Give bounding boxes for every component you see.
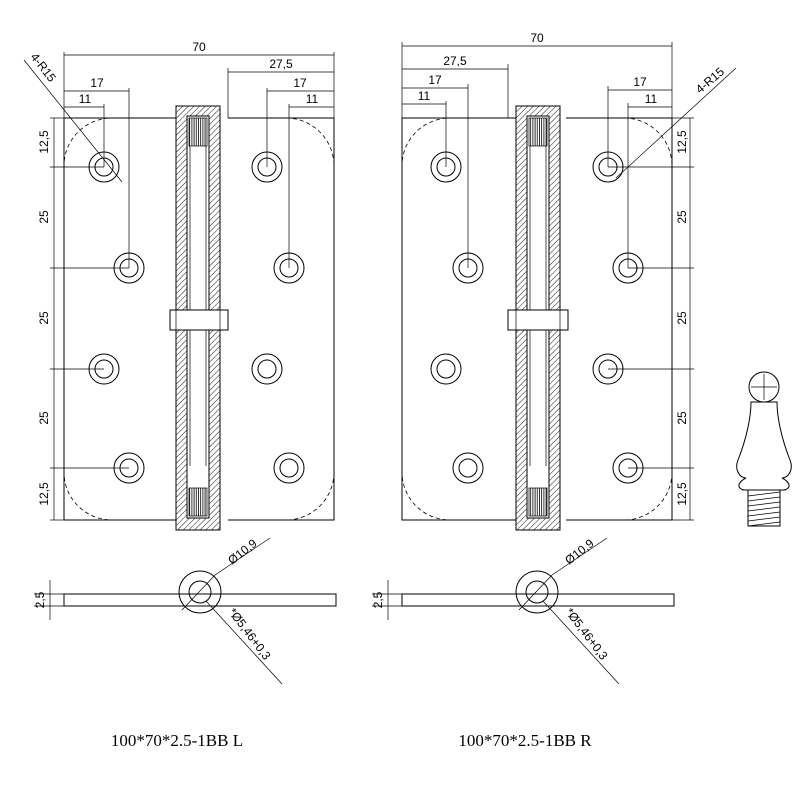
knuckle-diameter-label: Ø10,9 bbox=[562, 536, 597, 567]
dim-pitch-2: 25 bbox=[37, 311, 51, 325]
dim-half-width: 27,5 bbox=[269, 57, 293, 71]
pin-diameter-label: *Ø5,46+0,3 bbox=[226, 605, 274, 662]
right-hinge-caption: 100*70*2.5-1BB R bbox=[458, 731, 592, 750]
dim-bottom: 12,5 bbox=[37, 482, 51, 506]
dim-hole-11-left: 11 bbox=[79, 92, 92, 106]
left-hinge-knuckle bbox=[169, 105, 229, 531]
finial-pin bbox=[736, 371, 792, 527]
dim-bottom: 12,5 bbox=[675, 482, 689, 506]
dim-pitch-3: 25 bbox=[37, 411, 51, 425]
dim-total-width: 70 bbox=[530, 31, 544, 45]
dim-hole-11-left: 11 bbox=[418, 89, 431, 103]
dim-half-width: 27,5 bbox=[443, 54, 467, 68]
left-hinge-side-view: 2,5 Ø10,9 *Ø5,46+0,3 bbox=[33, 536, 337, 685]
dim-hole-11-right: 11 bbox=[645, 92, 658, 106]
thickness-label: 2,5 bbox=[371, 591, 385, 608]
knuckle-diameter-label: Ø10,9 bbox=[225, 536, 260, 567]
finial-thread bbox=[747, 491, 781, 527]
left-hinge-leaves bbox=[63, 117, 335, 521]
dim-total-width: 70 bbox=[192, 40, 206, 54]
left-hinge-radius-leader: 4-R15 bbox=[23, 50, 123, 183]
dim-hole-17-left: 17 bbox=[90, 76, 104, 90]
right-hinge: 70 27,5 17 11 17 11 4-R15 12,5 25 25 25 … bbox=[371, 31, 737, 750]
dim-top: 12,5 bbox=[675, 130, 689, 154]
right-hinge-side-view: 2,5 Ø10,9 *Ø5,46+0,3 bbox=[371, 536, 675, 685]
dim-pitch-1: 25 bbox=[37, 210, 51, 224]
radius-label: 4-R15 bbox=[28, 50, 59, 85]
pin-diameter-label: *Ø5,46+0,3 bbox=[563, 605, 611, 662]
dim-pitch-2: 25 bbox=[675, 311, 689, 325]
dim-hole-17-right: 17 bbox=[633, 75, 647, 89]
dim-hole-11-right: 11 bbox=[306, 92, 319, 106]
dim-top: 12,5 bbox=[37, 130, 51, 154]
dim-hole-17-left: 17 bbox=[428, 73, 442, 87]
left-hinge: 70 27,5 17 11 17 11 4-R15 12,5 25 25 25 … bbox=[23, 40, 337, 750]
dim-hole-17-right: 17 bbox=[293, 76, 307, 90]
left-hinge-vertical-dimensions: 12,5 25 25 25 12,5 bbox=[37, 117, 129, 521]
right-hinge-knuckle bbox=[507, 105, 569, 531]
left-hinge-horizontal-dimensions: 70 27,5 17 11 17 11 bbox=[63, 40, 335, 268]
right-hinge-leaves bbox=[401, 117, 673, 521]
right-hinge-vertical-dimensions: 12,5 25 25 25 12,5 bbox=[608, 117, 694, 521]
right-hinge-horizontal-dimensions: 70 27,5 17 11 17 11 bbox=[401, 31, 673, 268]
left-hinge-caption: 100*70*2.5-1BB L bbox=[111, 731, 243, 750]
dim-pitch-1: 25 bbox=[675, 210, 689, 224]
thickness-label: 2,5 bbox=[33, 591, 47, 608]
dim-pitch-3: 25 bbox=[675, 411, 689, 425]
